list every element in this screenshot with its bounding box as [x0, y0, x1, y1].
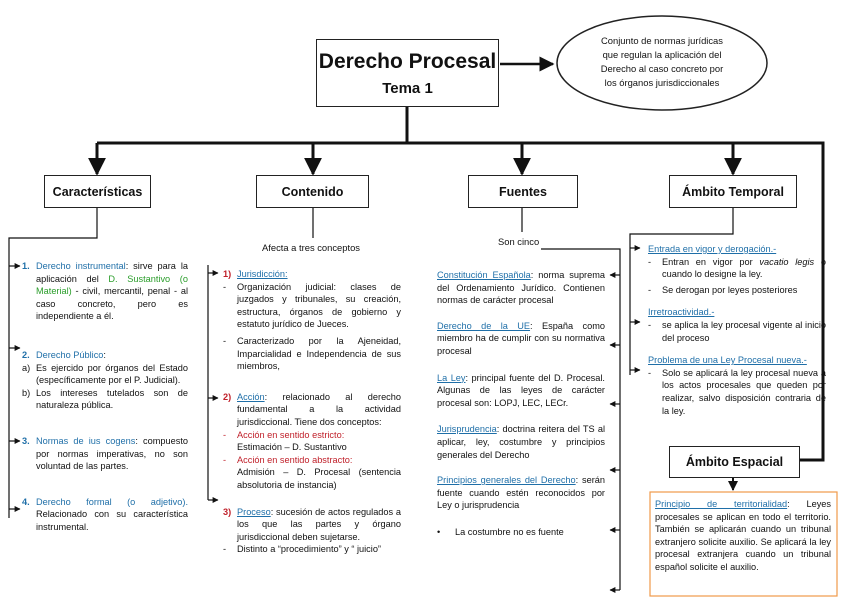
accion-estricto: - Acción en sentido estricto:Estimación …: [223, 429, 347, 453]
fuentes-intro: Son cinco: [498, 236, 540, 247]
jurisdiccion-detail-2: -Caracterizado por la Ajeneidad, Imparci…: [223, 335, 401, 372]
temporal-list: Entrada en vigor y derogación.- -Entran …: [648, 243, 826, 417]
jurisdiccion-detail-1: -Organización judicial: clases de juzgad…: [223, 281, 401, 330]
ambito-espacial-box: Ámbito Espacial: [669, 446, 800, 478]
definition-ellipse: [556, 15, 768, 111]
caracteristicas-box: Características: [44, 175, 151, 208]
contenido-list: 1) Jurisdicción: -Organización judicial:…: [223, 269, 401, 555]
fuente-ue: Derecho de la UE: España como miembro ha…: [437, 320, 605, 356]
fuente-principios: Principios generales del Derecho: serán …: [437, 475, 605, 511]
fuente-ley: La Ley: principal fuente del D. Procesal…: [437, 372, 605, 408]
item-publico-a: a) Es ejercido por órganos del Estado (e…: [22, 362, 188, 386]
espacial-text: Principio de territorialidad: Leyes proc…: [655, 499, 831, 572]
fuente-constitucion: Constitución Española: norma suprema del…: [437, 270, 605, 306]
page-subtitle: Tema 1: [382, 79, 433, 97]
item-jurisdiccion: Jurisdicción:: [237, 269, 288, 279]
espacial-content-frame: [649, 491, 838, 597]
caracteristicas-list: 1. Derecho instrumental: sirve para la a…: [22, 261, 188, 532]
caracteristicas-bracket: [8, 208, 98, 518]
contenido-box: Contenido: [256, 175, 369, 208]
title-box: Derecho Procesal Tema 1: [316, 39, 499, 107]
temporal-ley-nueva-heading: Problema de una Ley Procesal nueva.-: [648, 355, 807, 366]
contenido-intro: Afecta a tres conceptos: [262, 242, 360, 253]
fuentes-list: Constitución Española: norma suprema del…: [437, 269, 605, 539]
temporal-bracket: [629, 208, 734, 375]
temporal-ley-nueva-1: -Solo se aplicará la ley procesal nueva …: [648, 367, 826, 416]
temporal-irretroactividad-heading: Irretroactividad.-: [648, 307, 715, 318]
item-publico-b: b) Los intereses tutelados son de natura…: [22, 387, 188, 411]
temporal-irretroactividad-1: -se aplica la ley procesal vigente al in…: [648, 319, 826, 343]
temporal-vigor-heading: Entrada en vigor y derogación.-: [648, 244, 777, 254]
definition-text: Conjunto de normas jurídicas que regulan…: [600, 35, 724, 88]
fuente-jurisprudencia: Jurisprudencia: doctrina reitera del TS …: [437, 424, 605, 460]
item-derecho-instrumental: Derecho instrumental: sirve para la apli…: [36, 261, 188, 322]
item-proceso: Proceso: sucesión de actos regulados a l…: [237, 506, 401, 542]
item-derecho-formal: Derecho formal (o adjetivo). Relacionado…: [36, 496, 188, 532]
fuentes-bracket-side: [541, 248, 621, 590]
bus-line: [97, 141, 825, 462]
ambito-temporal-box: Ámbito Temporal: [669, 175, 797, 208]
item-ius-cogens: Normas de ius cogens: compuesto por norm…: [36, 435, 188, 472]
accion-abstracto: - Acción en sentido abstracto:Admisión –…: [223, 454, 401, 490]
fuente-costumbre: •La costumbre no es fuente: [437, 526, 564, 537]
item-derecho-publico: Derecho Público:: [36, 349, 106, 360]
proceso-detail: -Distinto a “procedimiento” y “ juicio”: [223, 544, 381, 555]
temporal-vigor-2: -Se derogan por leyes posteriores: [648, 284, 798, 295]
fuentes-box: Fuentes: [468, 175, 578, 208]
page-title: Derecho Procesal: [318, 49, 497, 73]
temporal-vigor-1: -Entran en vigor por vacatio legis o cua…: [648, 256, 826, 280]
item-accion: Acción: relacionado al derecho fundament…: [237, 391, 401, 427]
